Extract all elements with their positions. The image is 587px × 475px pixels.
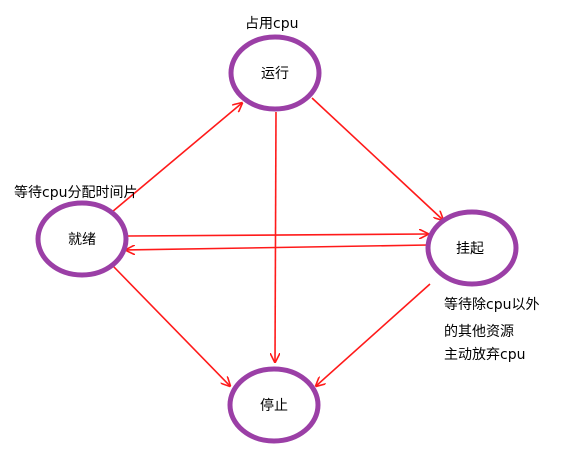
edge-ready-to-stopped <box>112 265 230 386</box>
state-suspended-circle <box>425 209 519 287</box>
edge-running-to-stopped <box>275 111 276 362</box>
edge-ready-to-suspended <box>127 234 428 236</box>
state-ready-label: 就绪 <box>68 232 96 248</box>
state-running-label: 运行 <box>261 66 289 82</box>
note-suspended-line1: 等待除cpu以外 <box>444 296 539 313</box>
note-suspended-line3: 主动放弃cpu <box>444 347 525 363</box>
state-ready-circle <box>35 200 129 278</box>
state-running: 运行 <box>228 34 322 112</box>
note-suspended-line2: 的其他资源 <box>444 324 514 340</box>
note-running: 占用cpu <box>245 16 298 32</box>
edge-suspended-to-ready <box>126 244 429 250</box>
edge-suspended-to-stopped <box>316 283 431 386</box>
state-stopped: 停止 <box>227 366 321 444</box>
edge-ready-to-running <box>111 103 242 213</box>
edge-running-to-suspended <box>311 97 443 220</box>
note-ready: 等待cpu分配时间片 <box>14 184 137 201</box>
state-suspended: 挂起 <box>425 209 519 287</box>
state-ready: 就绪 <box>35 200 129 278</box>
state-suspended-label: 挂起 <box>456 241 484 257</box>
edges <box>111 97 443 386</box>
state-running-circle <box>228 34 322 112</box>
state-stopped-circle <box>227 366 321 444</box>
state-stopped-label: 停止 <box>260 397 288 414</box>
